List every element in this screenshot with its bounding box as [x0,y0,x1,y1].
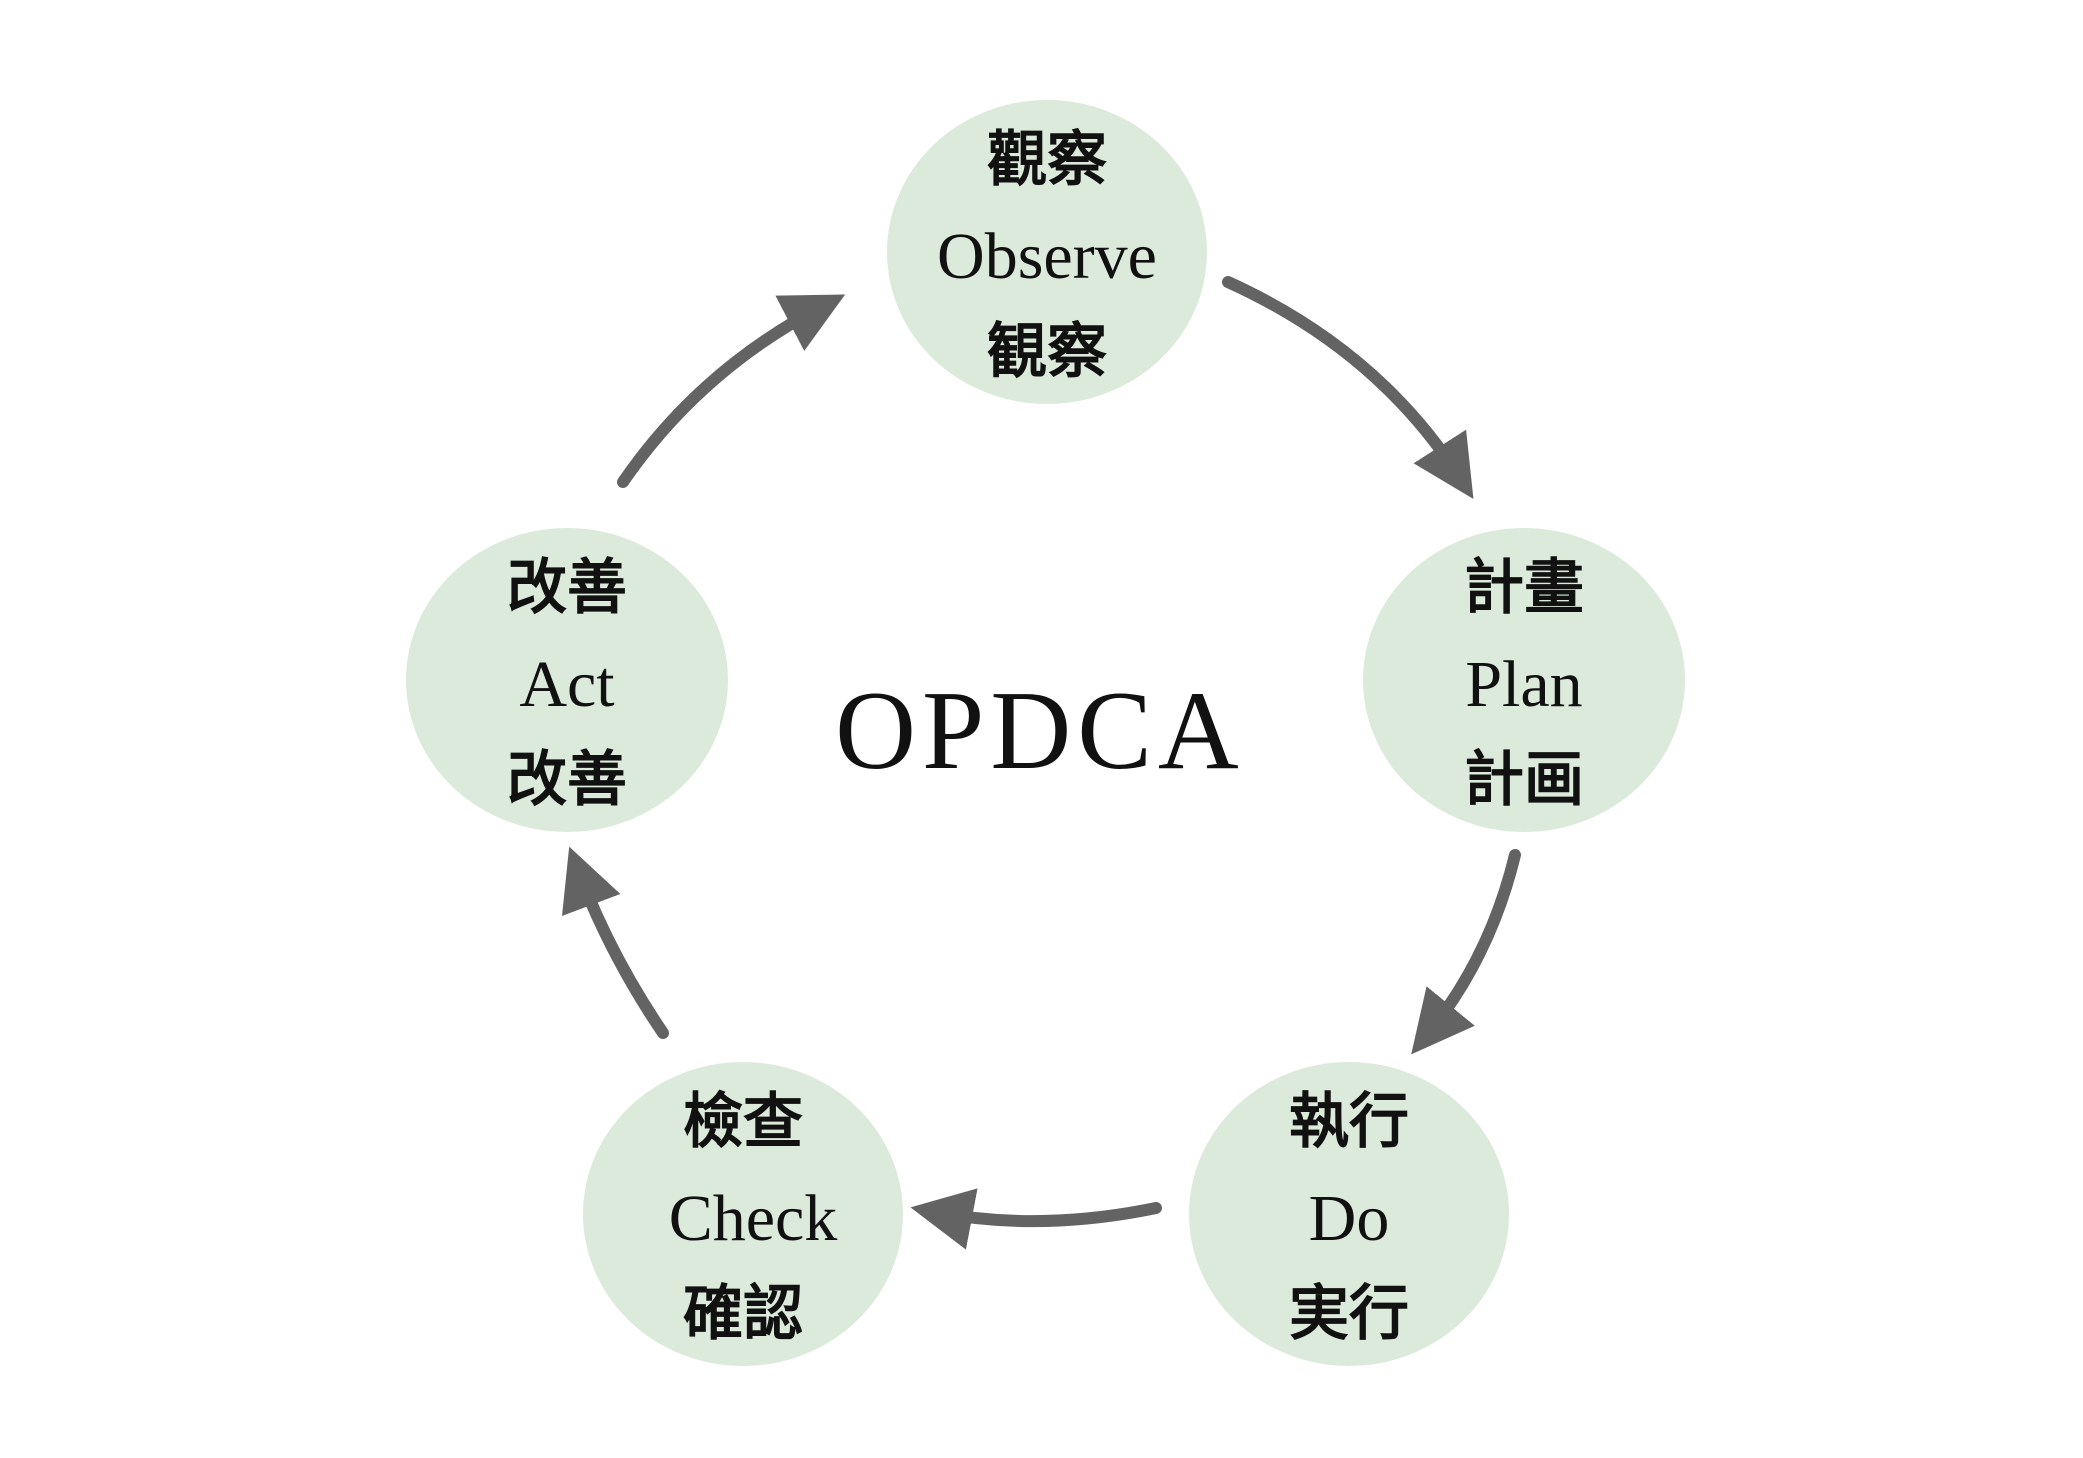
arrow-act-to-observe [617,294,846,488]
node-do-circle [1189,1062,1509,1366]
node-do-label-top: 執行 [1289,1087,1409,1157]
node-check-label-middle: Check [669,1182,838,1255]
node-act-circle [406,528,728,832]
node-do: 執行 Do 実行 [1189,1062,1509,1366]
node-plan-circle [1363,528,1685,832]
arrow-plan-to-do [1411,849,1521,1055]
node-check: 檢查 Check 確認 [583,1062,903,1366]
node-observe: 觀察 Observe 観察 [887,100,1207,404]
node-plan-label-top: 計畫 [1464,553,1584,623]
arrow-check-to-act [561,846,669,1039]
node-act-label-top: 改善 [507,553,627,623]
node-check-label-bottom: 確認 [683,1279,803,1349]
node-plan: 計畫 Plan 計画 [1363,528,1685,832]
node-plan-label-middle: Plan [1465,648,1582,721]
node-plan-label-bottom: 計画 [1464,745,1584,815]
node-observe-circle [887,100,1207,404]
node-observe-label-bottom: 観察 [987,317,1107,387]
node-observe-label-middle: Observe [937,220,1157,293]
node-do-label-bottom: 実行 [1289,1279,1409,1349]
cycle-arrows [561,276,1521,1250]
node-do-label-middle: Do [1309,1182,1390,1255]
arrow-observe-to-plan [1222,276,1474,500]
node-act-label-middle: Act [519,648,614,721]
center-title: OPDCA [835,669,1245,793]
node-check-circle [583,1062,903,1366]
arrow-do-to-check [910,1188,1162,1250]
node-act-label-bottom: 改善 [507,745,627,815]
node-act: 改善 Act 改善 [406,528,728,832]
node-check-label-top: 檢查 [683,1087,803,1157]
node-observe-label-top: 觀察 [987,125,1107,195]
